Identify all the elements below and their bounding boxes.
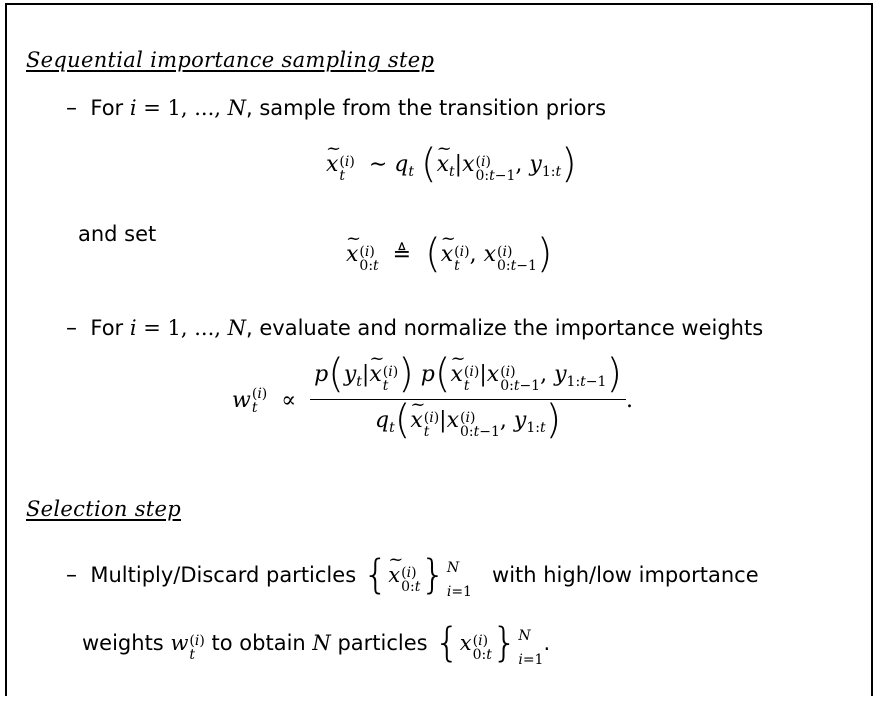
for-word: For [90, 316, 124, 340]
bullet-dash: – [66, 563, 77, 588]
item3-line2-a: weights [82, 631, 164, 655]
item-sample-priors: – For i = 1, ..., N, sample from the tra… [66, 96, 606, 121]
item1-text: , sample from the transition priors [246, 96, 607, 120]
sis-heading: Sequential importance sampling step [26, 48, 435, 72]
item-evaluate-weights: – For i = 1, ..., N, evaluate and normal… [66, 316, 763, 341]
eq-period: . [626, 388, 634, 413]
slide-frame [5, 3, 873, 696]
item3-text-a: Multiply/Discard particles [90, 563, 357, 587]
eq-definition: x(i)0:t ≜ (x(i)t, x(i)0:t−1) [346, 228, 553, 274]
and-set-text: and set [78, 222, 157, 246]
count-n: N [227, 316, 246, 340]
item3-text-b: with high/low importance [492, 563, 759, 587]
range-eq: = 1, ..., [136, 96, 228, 120]
weights-fraction: p(yt|x(i)t) p(x(i)t|x(i)0:t−1, y1:t−1) q… [310, 348, 627, 440]
for-word: For [90, 96, 124, 120]
item3-line2-c: particles [337, 631, 428, 655]
range-eq: = 1, ..., [136, 316, 228, 340]
selection-heading: Selection step [26, 497, 182, 521]
bullet-dash: – [66, 316, 77, 341]
final-period: . [543, 631, 551, 655]
item3-line2-b: to obtain [211, 631, 306, 655]
item-multiply-discard-line2: weights w(i)t to obtain N particles {x(i… [82, 620, 551, 668]
count-n: N [312, 631, 331, 655]
item2-text: , evaluate and normalize the importance … [246, 316, 764, 340]
count-n: N [227, 96, 246, 120]
eq-sampling: x(i)t ∼ qt (xt|x(i)0:t−1, y1:t) [326, 138, 577, 184]
index-i: i [129, 96, 137, 120]
index-i: i [129, 316, 137, 340]
item-multiply-discard: – Multiply/Discard particles {x(i)0:t}Ni… [66, 549, 856, 604]
bullet-dash: – [66, 96, 77, 121]
eq-weights: w(i)t ∝ p(yt|x(i)t) p(x(i)t|x(i)0:t−1, y… [232, 348, 634, 440]
